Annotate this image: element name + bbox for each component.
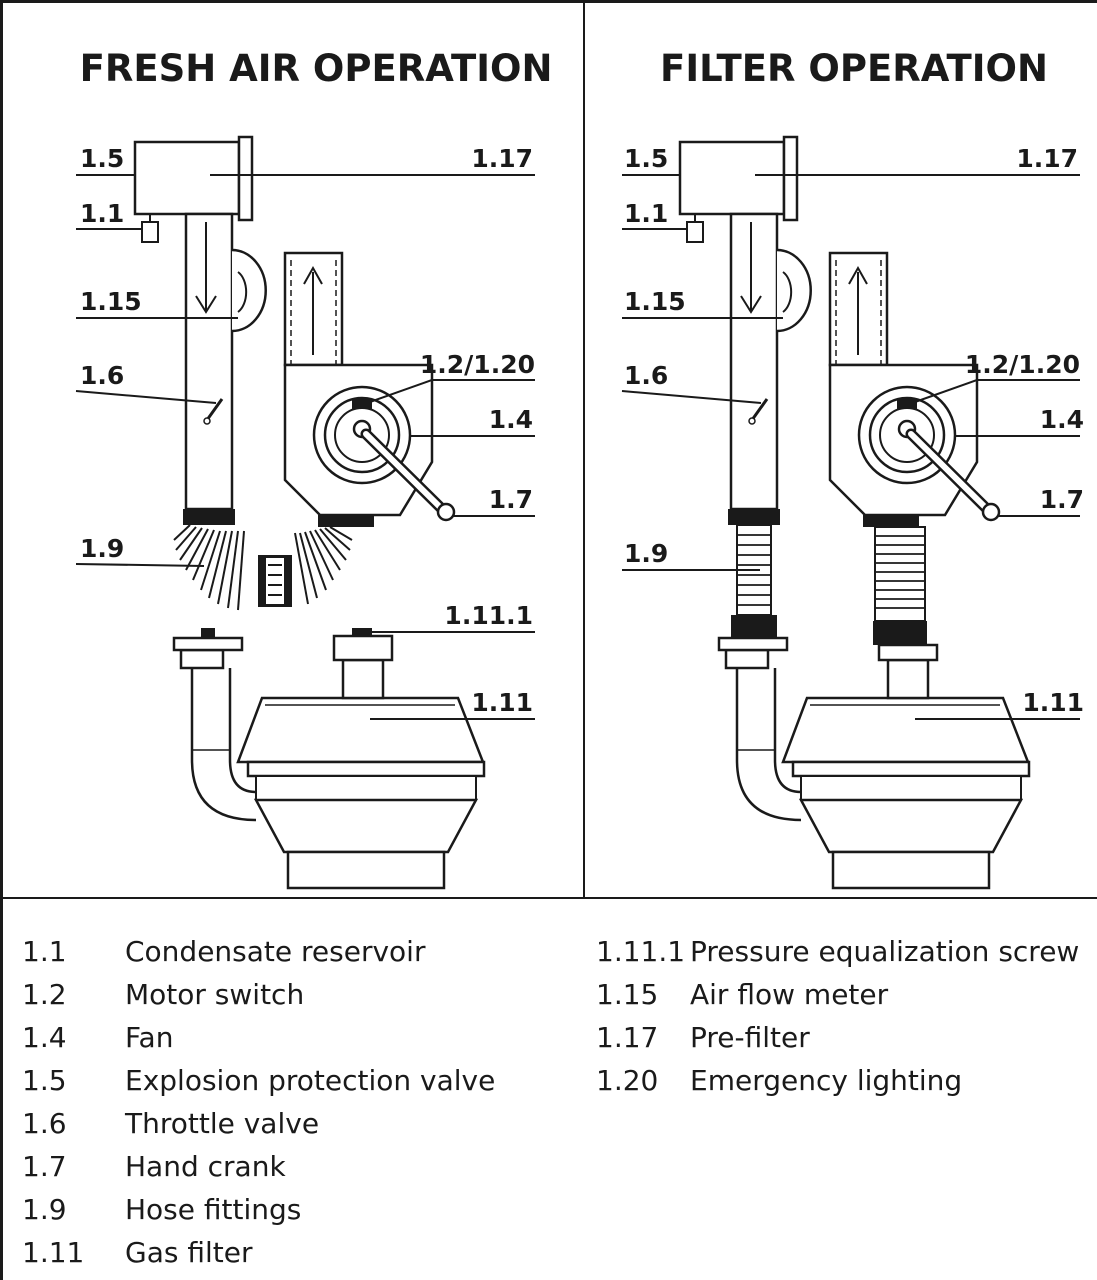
left-label-1-1: 1.1: [80, 199, 124, 228]
right-label-1-9: 1.9: [624, 539, 668, 568]
legend-text: Explosion protection valve: [125, 1064, 495, 1097]
legend-text: Gas filter: [125, 1236, 253, 1269]
left-label-1-2-1-20: 1.2/1.20: [420, 350, 535, 379]
legend-text: Condensate reservoir: [125, 935, 426, 968]
legend-code: 1.11.1: [596, 935, 685, 968]
left-label-1-11-1: 1.11.1: [444, 601, 533, 630]
legend: 1.1 Condensate reservoir 1.2 Motor switc…: [22, 935, 1079, 1269]
right-label-1-5: 1.5: [624, 144, 668, 173]
left-label-1-5: 1.5: [80, 144, 124, 173]
left-panel-title: FRESH AIR OPERATION: [80, 47, 553, 90]
right-label-1-17: 1.17: [1016, 144, 1078, 173]
legend-code: 1.5: [22, 1064, 67, 1097]
legend-text: Pre-filter: [690, 1021, 810, 1054]
left-label-1-11: 1.11: [471, 688, 533, 717]
right-panel-title: FILTER OPERATION: [660, 47, 1048, 90]
legend-text: Air flow meter: [690, 978, 889, 1011]
left-panel: FRESH AIR OPERATION 1.5 1.17 1.1 1.15 1.…: [75, 47, 553, 888]
right-label-1-6: 1.6: [624, 361, 668, 390]
legend-code: 1.4: [22, 1021, 67, 1054]
right-label-1-4: 1.4: [1040, 405, 1084, 434]
right-label-1-2-1-20: 1.2/1.20: [965, 350, 1080, 379]
legend-text: Hand crank: [125, 1150, 286, 1183]
legend-code: 1.20: [596, 1064, 658, 1097]
legend-code: 1.2: [22, 978, 67, 1011]
legend-text: Pressure equalization screw: [690, 935, 1079, 968]
right-label-1-1: 1.1: [624, 199, 668, 228]
left-label-1-7: 1.7: [489, 485, 533, 514]
legend-right-column: 1.11.1 Pressure equalization screw 1.15 …: [596, 935, 1079, 1097]
legend-text: Fan: [125, 1021, 173, 1054]
left-label-1-6: 1.6: [80, 361, 124, 390]
legend-code: 1.1: [22, 935, 67, 968]
legend-code: 1.9: [22, 1193, 67, 1226]
legend-text: Emergency lighting: [690, 1064, 962, 1097]
legend-code: 1.17: [596, 1021, 658, 1054]
right-label-1-15: 1.15: [624, 287, 686, 316]
legend-code: 1.15: [596, 978, 658, 1011]
legend-text: Motor switch: [125, 978, 304, 1011]
left-label-1-9: 1.9: [80, 534, 124, 563]
right-label-1-11: 1.11: [1022, 688, 1084, 717]
legend-code: 1.6: [22, 1107, 67, 1140]
legend-code: 1.7: [22, 1150, 67, 1183]
left-label-1-4: 1.4: [489, 405, 533, 434]
right-panel: FILTER OPERATION 1.5 1.17 1.1 1.15 1.6 1…: [621, 47, 1084, 888]
legend-text: Hose fittings: [125, 1193, 301, 1226]
legend-left-column: 1.1 Condensate reservoir 1.2 Motor switc…: [22, 935, 495, 1269]
legend-code: 1.11: [22, 1236, 84, 1269]
right-callouts: [621, 174, 1080, 720]
right-label-1-7: 1.7: [1040, 485, 1084, 514]
left-callouts: [75, 174, 535, 720]
legend-text: Throttle valve: [124, 1107, 319, 1140]
left-label-1-17: 1.17: [471, 144, 533, 173]
left-label-1-15: 1.15: [80, 287, 142, 316]
